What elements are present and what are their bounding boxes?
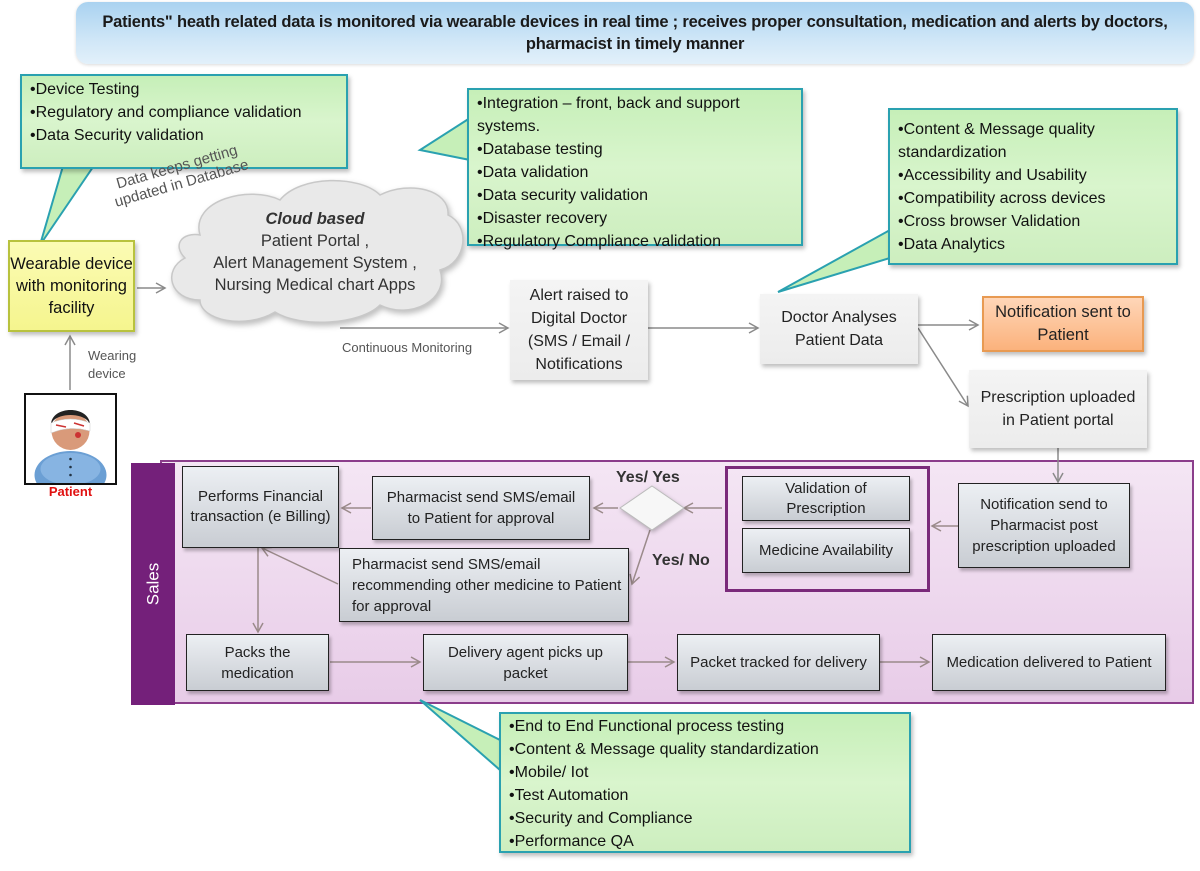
patient-avatar <box>24 393 117 499</box>
node-label: Doctor Analyses Patient Data <box>781 309 897 349</box>
callout-item: Mobile/ Iot <box>509 761 901 784</box>
callout-e2e-testing: End to End Functional process testing Co… <box>499 712 911 853</box>
node-label: Wearable device with monitoring facility <box>10 255 133 317</box>
yes-no-label: Yes/ No <box>652 552 710 569</box>
yes-yes-label: Yes/ Yes <box>616 469 680 486</box>
callout-item: Data Security validation <box>30 124 338 147</box>
node-notification-patient[interactable]: Notification sent to Patient <box>982 296 1144 352</box>
node-cloud-systems[interactable]: Cloud based Patient Portal , Alert Manag… <box>175 208 455 296</box>
callout-item: Data validation <box>477 161 793 184</box>
callout-item: Database testing <box>477 138 793 161</box>
node-pharmacist-recommend[interactable]: Pharmacist send SMS/email recommending o… <box>339 548 629 622</box>
banner-text: Patients" heath related data is monitore… <box>102 13 1168 53</box>
node-label: Packet tracked for delivery <box>690 654 867 671</box>
node-label: Notification sent to Patient <box>995 303 1131 344</box>
callout-item: Security and Compliance <box>509 807 901 830</box>
cloud-line: Nursing Medical chart Apps <box>214 276 416 294</box>
arrow-doctor-prescription <box>917 327 969 408</box>
node-billing[interactable]: Performs Financial transaction (e Billin… <box>182 466 339 548</box>
node-label: Pharmacist send SMS/email to Patient for… <box>386 489 576 527</box>
node-medicine-availability[interactable]: Medicine Availability <box>742 528 910 573</box>
sales-lane-header: Sales <box>131 463 175 705</box>
callout-content-quality: Content & Message quality standardizatio… <box>888 108 1178 265</box>
node-packet-tracked[interactable]: Packet tracked for delivery <box>677 634 880 691</box>
node-label: Delivery agent picks up packet <box>447 643 604 682</box>
callout-item: Compatibility across devices <box>898 187 1168 210</box>
cloud-line: Alert Management System , <box>213 254 417 272</box>
node-label: Notification send to Pharmacist post pre… <box>972 496 1116 555</box>
node-doctor-analyses[interactable]: Doctor Analyses Patient Data <box>760 294 918 364</box>
callout-item: Data security validation <box>477 184 793 207</box>
node-label: Medication delivered to Patient <box>946 654 1152 671</box>
node-prescription-uploaded[interactable]: Prescription uploaded in Patient portal <box>969 370 1147 448</box>
callout-integration: Integration – front, back and support sy… <box>467 88 803 250</box>
callout-item: Disaster recovery <box>477 207 793 230</box>
node-alert-raised[interactable]: Alert raised to Digital Doctor (SMS / Em… <box>510 280 648 380</box>
callout-item: End to End Functional process testing <box>509 715 901 738</box>
patient-label: Patient <box>48 484 93 499</box>
wearing-line: Wearing <box>88 348 137 363</box>
wearing-line: device <box>88 366 126 381</box>
node-validation-prescription[interactable]: Validation of Prescription <box>742 476 910 521</box>
wearing-device-label: Wearing device <box>88 347 136 383</box>
patient-icon <box>34 410 107 499</box>
callout-tail-e2e <box>419 699 501 773</box>
sales-label: Sales <box>143 562 162 606</box>
node-label: Validation of Prescription <box>785 479 867 517</box>
node-label: Pharmacist send SMS/email recommending o… <box>352 555 622 615</box>
node-label: Alert raised to Digital Doctor (SMS / Em… <box>527 287 631 373</box>
validation-group <box>725 466 930 592</box>
callout-item: Data Analytics <box>898 233 1168 256</box>
callout-item: Performance QA <box>509 830 901 853</box>
callout-item: Accessibility and Usability <box>898 164 1168 187</box>
callout-item: Regulatory Compliance validation <box>477 230 793 253</box>
callout-item: Device Testing <box>30 78 338 101</box>
callout-item: Test Automation <box>509 784 901 807</box>
continuous-monitoring-label: Continuous Monitoring <box>342 340 473 355</box>
callout-item: Content & Message quality standardizatio… <box>509 738 901 761</box>
callout-tail-integration <box>417 116 471 162</box>
node-packs-medication[interactable]: Packs the medication <box>186 634 329 691</box>
cloud-line: Patient Portal , <box>260 232 370 250</box>
node-wearable-device[interactable]: Wearable device with monitoring facility <box>8 240 135 332</box>
callout-item: Content & Message quality standardizatio… <box>898 118 1168 164</box>
node-label: Performs Financial transaction (e Billin… <box>190 488 331 525</box>
callout-device-testing: Device Testing Regulatory and compliance… <box>20 74 348 169</box>
node-label: Prescription uploaded in Patient portal <box>980 389 1136 429</box>
node-pharmacist-sms[interactable]: Pharmacist send SMS/email to Patient for… <box>372 476 590 540</box>
node-notify-pharmacist[interactable]: Notification send to Pharmacist post pre… <box>958 483 1130 568</box>
node-label: Packs the medication <box>221 643 294 682</box>
callout-item: Cross browser Validation <box>898 210 1168 233</box>
node-delivery-agent[interactable]: Delivery agent picks up packet <box>423 634 628 691</box>
callout-item: Integration – front, back and support sy… <box>477 92 793 138</box>
node-label: Medicine Availability <box>759 541 893 559</box>
node-medication-delivered[interactable]: Medication delivered to Patient <box>932 634 1166 691</box>
cloud-title: Cloud based <box>265 210 365 228</box>
header-banner: Patients" heath related data is monitore… <box>76 2 1194 64</box>
callout-item: Regulatory and compliance validation <box>30 101 338 124</box>
